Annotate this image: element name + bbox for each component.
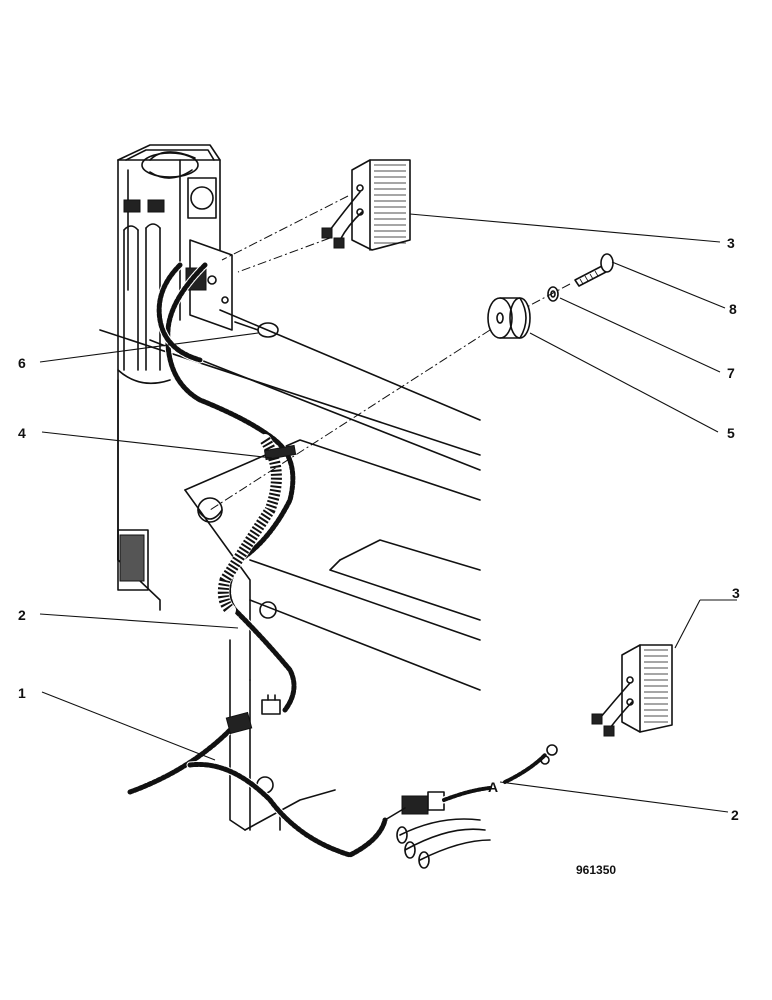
upper-lamp-unit [321,159,411,251]
callout-4: 4 [18,425,26,441]
callout-5: 5 [727,425,735,441]
wiring-harness-lower [126,694,389,859]
callout-3-lower: 3 [732,585,740,601]
callout-7: 7 [727,365,735,381]
bolt [574,253,614,287]
callout-8: 8 [729,301,737,317]
callout-1: 1 [18,685,26,701]
grommet [487,297,531,339]
cable-clip [234,321,279,338]
assembly-lines [209,195,571,511]
rear-connectors [384,744,558,869]
lamp-bracket [185,239,233,331]
wiring-harness-main [155,261,298,714]
washer [547,286,559,302]
callout-2-left: 2 [18,607,26,623]
callout-2-right: 2 [731,807,739,823]
leader-lines [39,213,737,813]
callout-3-upper: 3 [727,235,735,251]
callout-labels: 1 2 2 3 3 4 5 6 7 8 A 961350 [18,235,740,877]
callout-a: A [488,779,498,795]
callout-6: 6 [18,355,26,371]
reference-number: 961350 [576,863,616,877]
lower-lamp-unit [591,644,673,737]
mast-column [117,144,221,611]
chassis-beam [99,309,481,831]
